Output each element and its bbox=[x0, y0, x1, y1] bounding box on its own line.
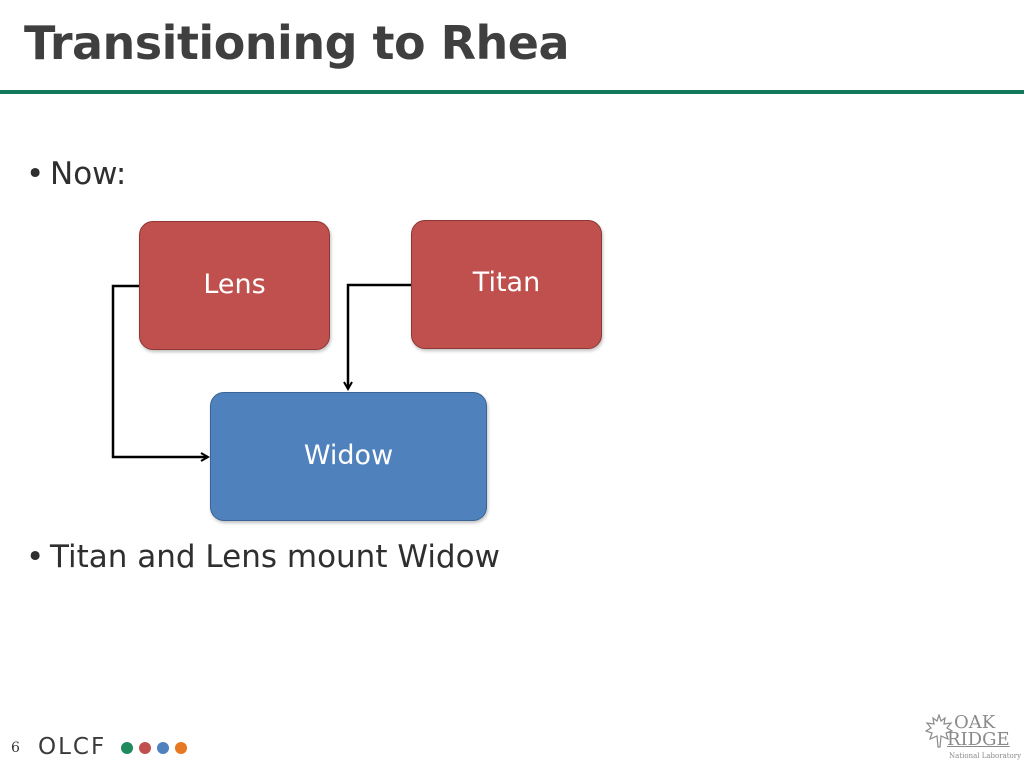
node-lens: Lens bbox=[139, 221, 330, 350]
bullet-text: Titan and Lens mount Widow bbox=[50, 539, 500, 575]
title-divider bbox=[0, 90, 1024, 94]
bullet-glyph: • bbox=[26, 539, 45, 575]
ornl-logo-line2: RIDGE bbox=[947, 729, 1010, 750]
logo-dot bbox=[157, 742, 169, 754]
olcf-logo-dots bbox=[121, 742, 187, 754]
logo-dot bbox=[139, 742, 151, 754]
ornl-logo: OAK RIDGE National Laboratory bbox=[925, 712, 1021, 764]
node-titan: Titan bbox=[411, 220, 602, 349]
ornl-logo-line1: OAK bbox=[954, 712, 996, 733]
page-number: 6 bbox=[11, 740, 20, 756]
logo-dot bbox=[175, 742, 187, 754]
olcf-logo-text: OLCF bbox=[38, 734, 107, 760]
slide-title: Transitioning to Rhea bbox=[24, 16, 570, 70]
node-titan-label: Titan bbox=[472, 267, 541, 298]
node-lens-label: Lens bbox=[203, 269, 266, 300]
edge-titan-to-widow bbox=[348, 283, 411, 389]
maple-leaf-icon bbox=[925, 714, 953, 748]
bullet-mount: •Titan and Lens mount Widow bbox=[26, 539, 500, 575]
bullet-text: Now: bbox=[50, 156, 127, 192]
node-widow-label: Widow bbox=[303, 440, 394, 471]
logo-dot bbox=[121, 742, 133, 754]
node-widow: Widow bbox=[210, 392, 487, 521]
ornl-logo-line3: National Laboratory bbox=[949, 752, 1022, 760]
bullet-now: •Now: bbox=[26, 156, 126, 192]
edge-lens-to-widow bbox=[111, 284, 208, 457]
bullet-glyph: • bbox=[26, 156, 45, 192]
